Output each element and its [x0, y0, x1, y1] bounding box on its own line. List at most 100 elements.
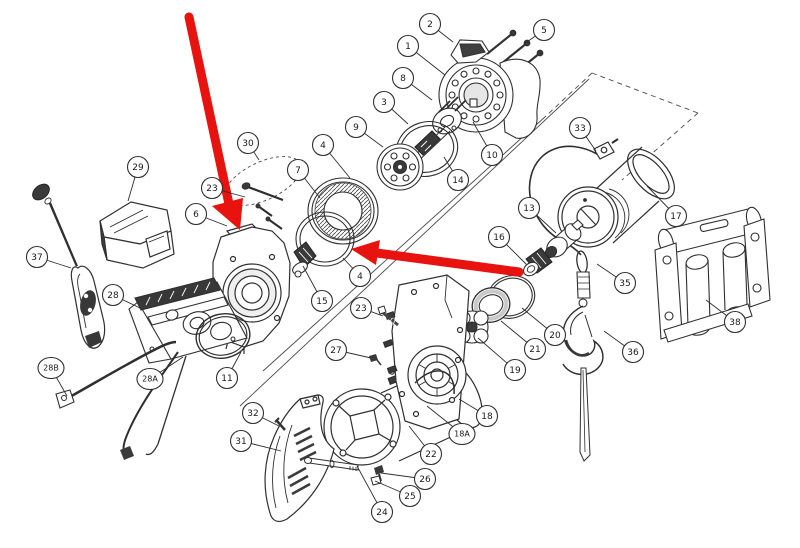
callout-11: 11: [215, 351, 242, 390]
callout-35: 35: [596, 263, 637, 295]
callout-1: 1: [396, 34, 446, 76]
svg-text:19: 19: [509, 366, 521, 376]
svg-text:5: 5: [541, 26, 547, 36]
callout-7: 7: [286, 158, 321, 199]
remote-antenna: [32, 183, 79, 267]
latch-gear: [292, 241, 317, 278]
svg-text:27: 27: [330, 346, 341, 356]
svg-text:25: 25: [404, 492, 415, 502]
svg-text:21: 21: [529, 345, 540, 355]
remote-pendant: [70, 265, 106, 349]
svg-text:16: 16: [493, 233, 505, 243]
red-annotation-arrows: [184, 12, 524, 277]
control-cover: [99, 201, 175, 269]
elbow-fittings: [370, 465, 384, 486]
svg-text:20: 20: [549, 331, 561, 341]
svg-text:7: 7: [295, 166, 301, 176]
svg-text:35: 35: [619, 279, 630, 289]
hook: [562, 305, 604, 375]
svg-text:28A: 28A: [142, 375, 158, 384]
screws: [274, 354, 382, 431]
svg-text:14: 14: [452, 176, 464, 186]
callout-29: 29: [126, 155, 150, 202]
callout-23: 23: [349, 296, 384, 320]
svg-text:15: 15: [316, 297, 327, 307]
callout-6: 6: [184, 202, 228, 227]
callout-16: 16: [487, 225, 528, 266]
callout-38: 38: [705, 299, 747, 334]
svg-text:2: 2: [427, 20, 433, 30]
brake-disc: [376, 143, 424, 191]
callout-28: 28: [101, 283, 141, 309]
callout-17: 17: [646, 185, 688, 228]
red-arrow: [372, 248, 524, 277]
callout-37: 37: [25, 245, 72, 269]
svg-text:24: 24: [376, 508, 388, 518]
svg-text:23: 23: [206, 184, 217, 194]
svg-text:6: 6: [193, 210, 199, 220]
callout-10: 10: [472, 121, 504, 167]
large-o-ring: [195, 313, 251, 359]
red-arrow-head: [212, 198, 243, 230]
callout-24: 24: [356, 465, 394, 524]
callout-28B: 28B: [37, 356, 68, 397]
contactor-assembly: [128, 277, 248, 364]
battery-cable: [55, 340, 177, 409]
callout-36: 36: [603, 330, 645, 364]
svg-text:17: 17: [670, 212, 681, 222]
svg-text:9: 9: [353, 123, 359, 133]
svg-text:4: 4: [357, 272, 363, 282]
svg-text:10: 10: [486, 151, 498, 161]
tie-rod: [241, 182, 284, 230]
svg-text:22: 22: [425, 450, 436, 460]
red-arrow: [184, 12, 234, 209]
wire-rope: [576, 250, 591, 308]
cover-shell: [264, 394, 335, 523]
drum-bushing-ring: [295, 211, 355, 267]
svg-text:33: 33: [574, 124, 585, 134]
callout-30: 30: [236, 131, 260, 161]
callout-balloons: 1234456789101113141516171818A19202122232…: [25, 12, 747, 524]
hook-strap: [579, 367, 591, 462]
svg-text:4: 4: [320, 141, 326, 151]
svg-text:13: 13: [523, 204, 534, 214]
svg-text:18: 18: [481, 412, 493, 422]
callout-13: 13: [517, 196, 557, 234]
callout-26: 26: [380, 467, 437, 491]
svg-text:8: 8: [400, 74, 406, 84]
motor-rod: [304, 457, 359, 471]
clutch-housing: [438, 39, 541, 139]
housing-bolt: [377, 305, 399, 327]
svg-text:36: 36: [627, 348, 639, 358]
callout-8: 8: [391, 66, 433, 101]
svg-text:29: 29: [132, 163, 144, 173]
callout-2: 2: [418, 12, 454, 43]
svg-text:11: 11: [221, 374, 232, 384]
callout-4: 4: [342, 257, 372, 288]
callout-15: 15: [302, 265, 334, 313]
drum-brake-rings: [295, 177, 379, 267]
svg-text:38: 38: [729, 318, 741, 328]
callout-19: 19: [477, 337, 527, 382]
callout-31: 31: [229, 429, 282, 453]
svg-text:23: 23: [355, 304, 366, 314]
callout-33: 33: [568, 116, 597, 152]
callout-27: 27: [324, 338, 372, 362]
red-arrow-head: [351, 240, 380, 265]
callout-4: 4: [311, 133, 351, 179]
svg-text:3: 3: [381, 98, 387, 108]
callout-14: 14: [443, 156, 470, 192]
svg-text:26: 26: [419, 475, 431, 485]
svg-text:1: 1: [405, 42, 411, 52]
callout-3: 3: [372, 90, 409, 125]
callout-23: 23: [200, 176, 246, 200]
svg-text:37: 37: [31, 253, 42, 263]
motor-wire-loop: [414, 370, 455, 395]
drum-bushing: [523, 247, 553, 277]
callout-28A: 28A: [136, 356, 184, 391]
callout-22: 22: [408, 425, 443, 466]
callout-25: 25: [374, 480, 422, 508]
svg-text:28: 28: [107, 291, 119, 301]
